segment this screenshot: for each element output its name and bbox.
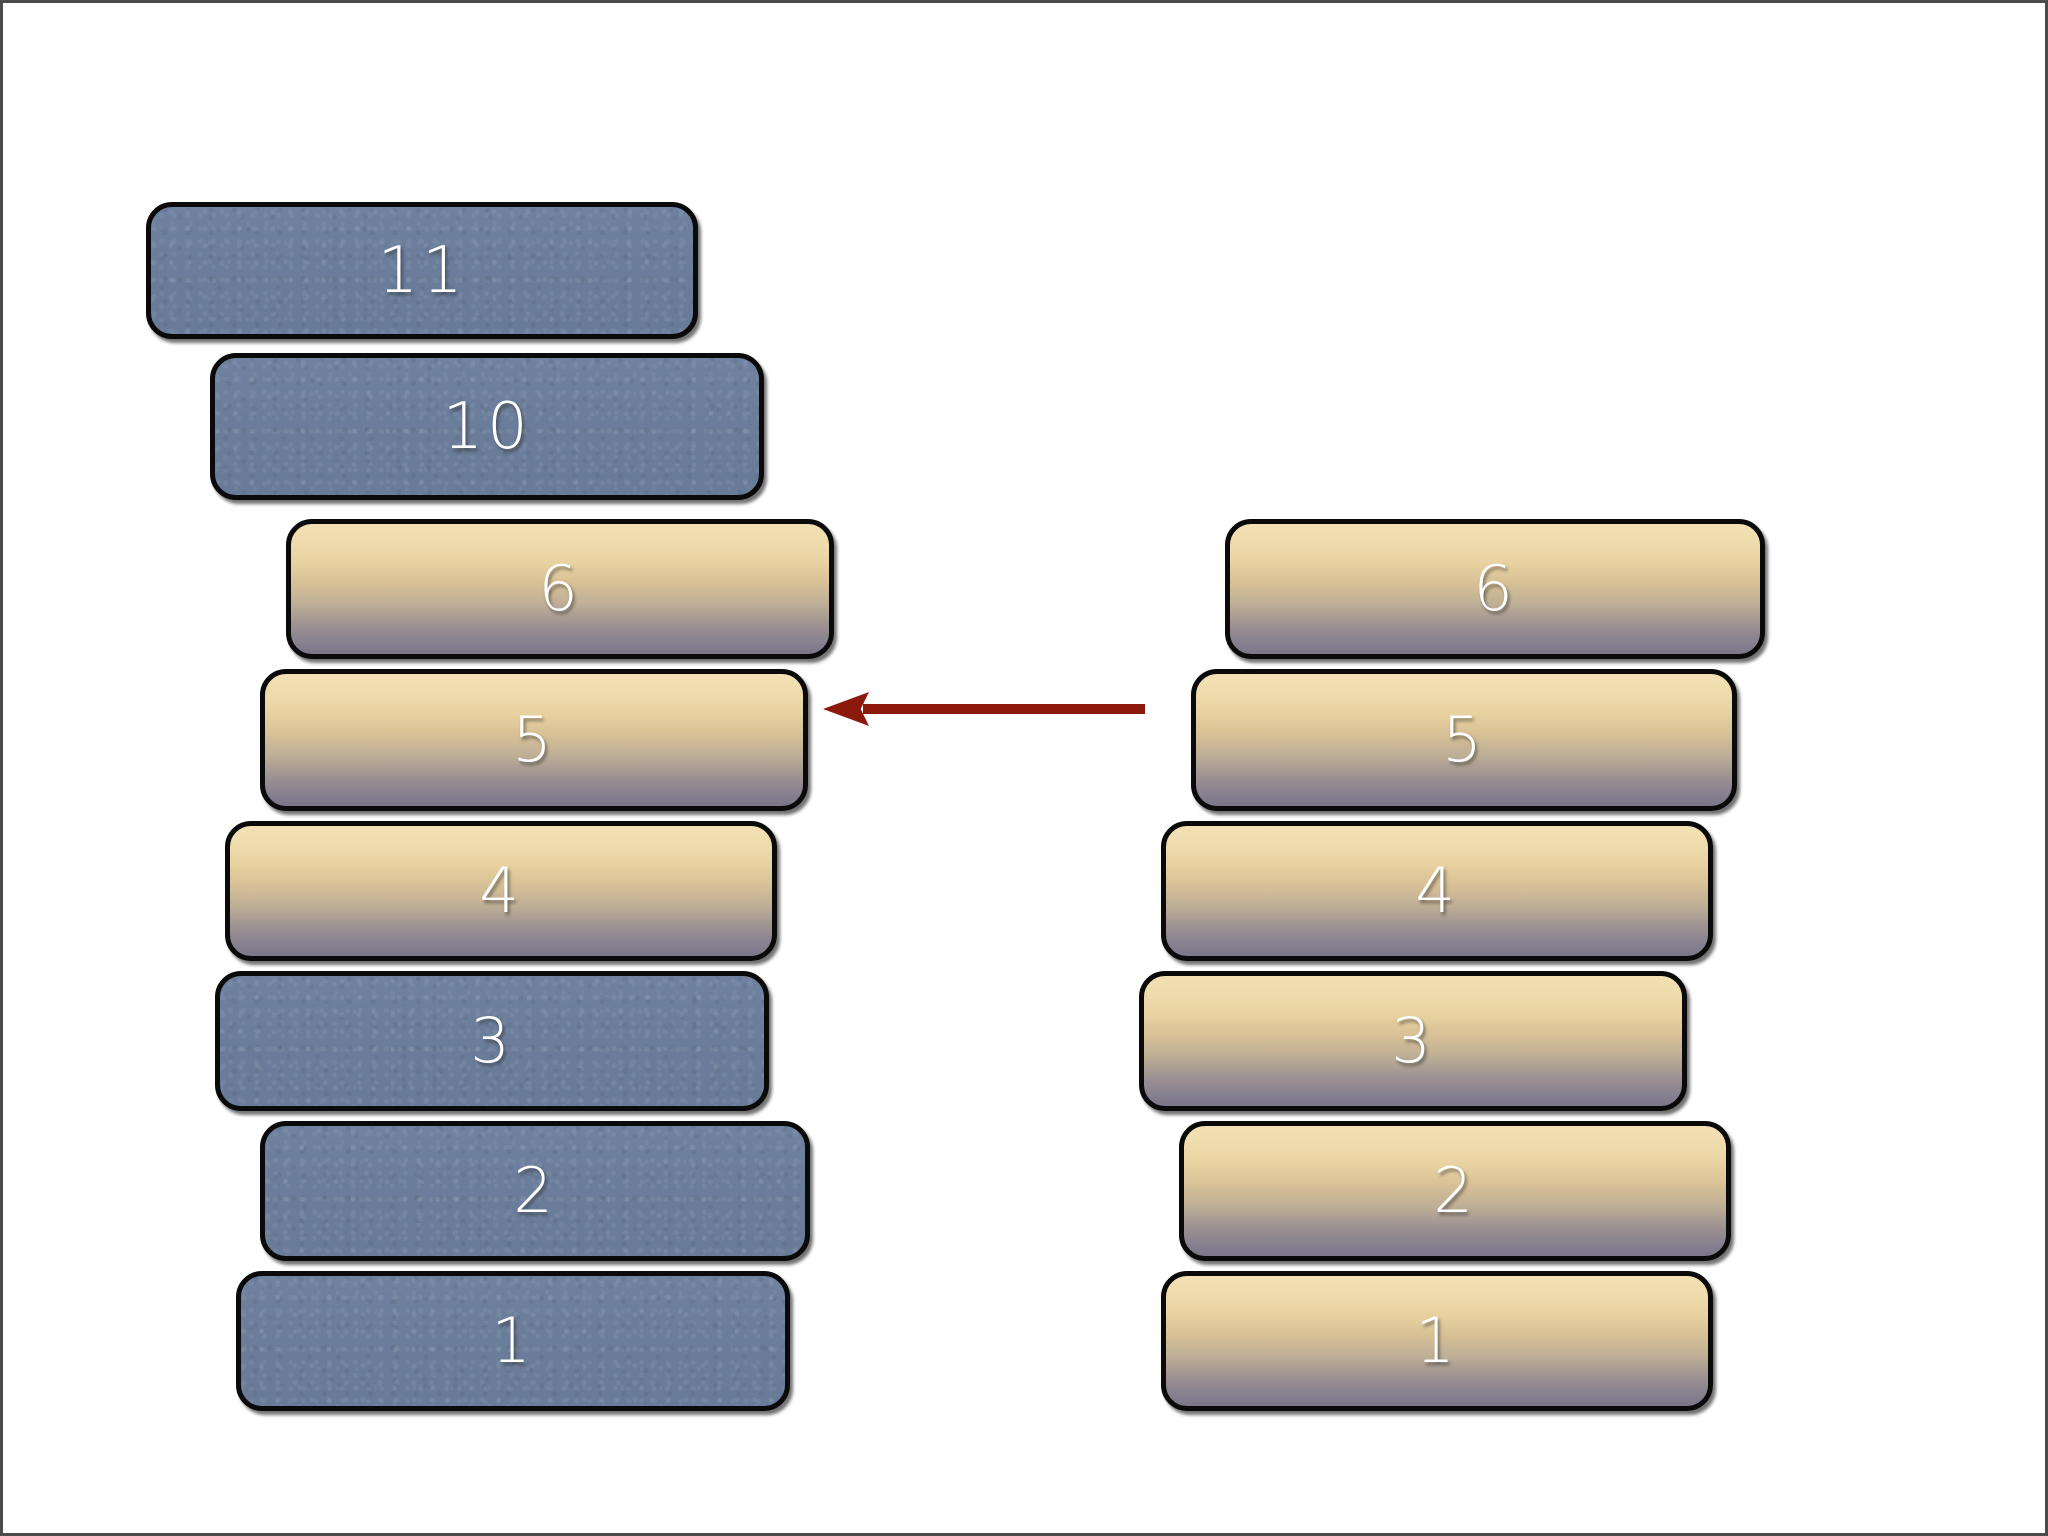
block-label: 6 xyxy=(1473,552,1517,625)
block-label: 2 xyxy=(1433,1154,1477,1227)
right-stack-block-3[interactable]: 3 xyxy=(1139,971,1687,1111)
block-label: 10 xyxy=(442,389,532,464)
block-label: 3 xyxy=(470,1004,514,1077)
block-label: 2 xyxy=(513,1154,557,1227)
block-label: 11 xyxy=(377,233,467,308)
block-label: 3 xyxy=(1391,1004,1435,1077)
block-label: 4 xyxy=(1415,854,1459,927)
left-stack-block-1[interactable]: 1 xyxy=(236,1271,790,1411)
right-stack-block-4[interactable]: 4 xyxy=(1161,821,1713,961)
right-stack-block-2[interactable]: 2 xyxy=(1179,1121,1731,1261)
right-stack-block-5[interactable]: 5 xyxy=(1191,669,1737,811)
left-stack-block-11[interactable]: 11 xyxy=(146,202,698,339)
left-stack-block-3[interactable]: 3 xyxy=(215,971,769,1111)
left-stack-block-2[interactable]: 2 xyxy=(260,1121,810,1261)
block-label: 5 xyxy=(1442,703,1486,776)
left-stack-block-4[interactable]: 4 xyxy=(225,821,777,961)
leftward-arrow xyxy=(823,692,1145,726)
arrow-head-icon xyxy=(823,692,869,726)
left-stack-block-5[interactable]: 5 xyxy=(260,669,808,811)
right-stack-block-1[interactable]: 1 xyxy=(1161,1271,1713,1411)
left-stack-block-10[interactable]: 10 xyxy=(210,353,764,500)
right-stack-block-6[interactable]: 6 xyxy=(1225,519,1765,659)
block-label: 6 xyxy=(538,552,582,625)
block-label: 1 xyxy=(1415,1304,1459,1377)
block-label: 1 xyxy=(491,1304,535,1377)
block-label: 5 xyxy=(512,703,556,776)
block-label: 4 xyxy=(479,854,523,927)
left-stack-block-6[interactable]: 6 xyxy=(286,519,834,659)
